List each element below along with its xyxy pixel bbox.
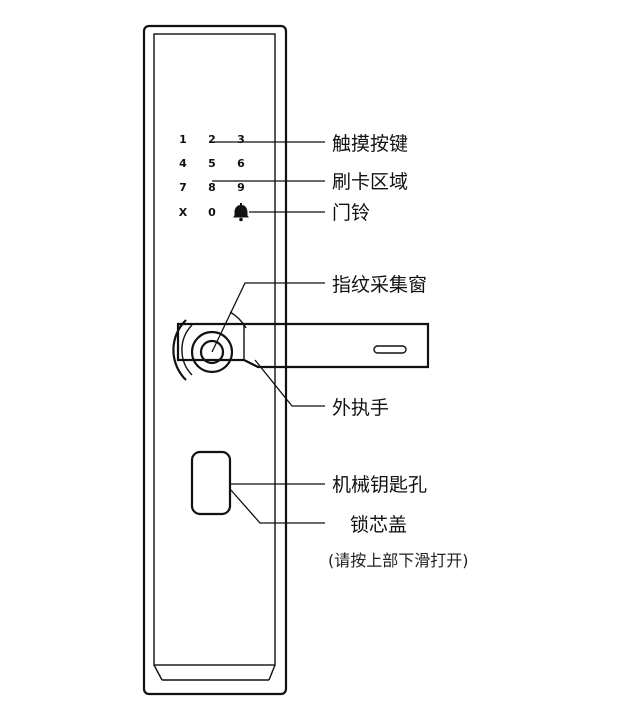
leader-lines xyxy=(211,141,325,524)
key-6[interactable]: 6 xyxy=(237,157,245,170)
lock-panel xyxy=(142,24,288,696)
keypad: 1 2 3 4 5 6 7 8 9 X 0 xyxy=(179,133,249,222)
bell-icon[interactable] xyxy=(233,203,249,222)
key-2[interactable]: 2 xyxy=(208,133,216,146)
key-0[interactable]: 0 xyxy=(208,206,216,219)
label-lock-cover: 锁芯盖 xyxy=(350,514,407,536)
key-x[interactable]: X xyxy=(179,206,188,219)
label-key-hole: 机械钥匙孔 xyxy=(332,474,427,496)
key-hole-cover[interactable] xyxy=(190,450,232,516)
key-1[interactable]: 1 xyxy=(179,133,187,146)
key-8[interactable]: 8 xyxy=(208,181,216,194)
key-3[interactable]: 3 xyxy=(237,133,245,146)
label-fingerprint: 指纹采集窗 xyxy=(332,274,427,296)
key-9[interactable]: 9 xyxy=(237,181,245,194)
label-card-area: 刷卡区域 xyxy=(332,171,408,193)
label-handle: 外执手 xyxy=(332,397,389,419)
label-doorbell: 门铃 xyxy=(332,202,370,224)
key-4[interactable]: 4 xyxy=(179,157,187,170)
label-touch-keys: 触摸按键 xyxy=(332,133,408,155)
label-lock-cover-hint: (请按上部下滑打开) xyxy=(328,551,469,570)
outer-handle[interactable] xyxy=(172,311,430,381)
key-5[interactable]: 5 xyxy=(208,157,216,170)
key-7[interactable]: 7 xyxy=(179,181,187,194)
fingerprint-window[interactable] xyxy=(190,330,234,374)
